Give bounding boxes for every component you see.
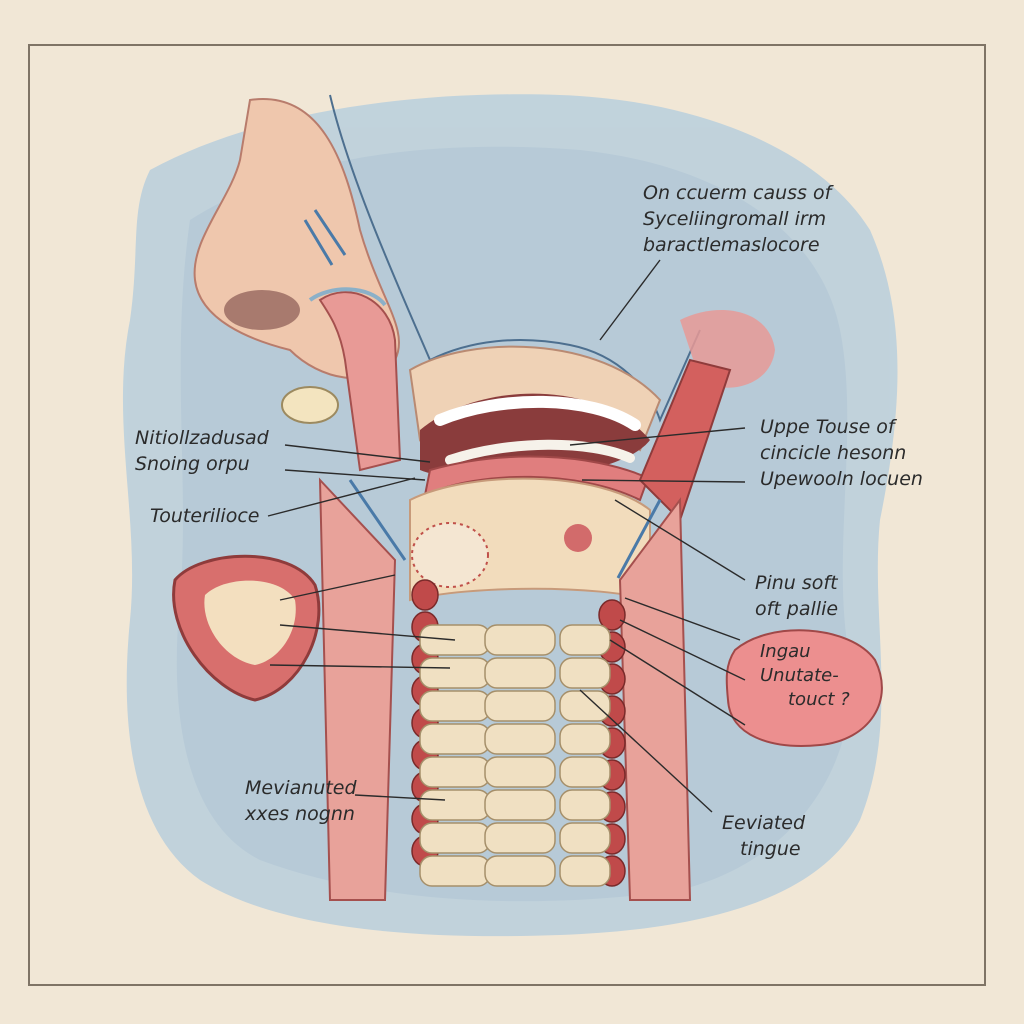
trachea (419, 624, 611, 887)
label-left-upper: Nitiollzadusad Snoing orpu (135, 427, 269, 475)
leader-top-note (599, 259, 661, 341)
blob-right (725, 629, 883, 747)
throat-interior (409, 477, 651, 602)
trachea-ring (484, 789, 556, 821)
label-left-middle: Touterilioce (150, 505, 260, 527)
leader-right-blob-2 (619, 619, 746, 681)
leader-left-upper-1 (284, 444, 431, 463)
label-right-blob: Ingau Unutate- touct ? (760, 641, 850, 710)
muscle-segment (598, 599, 626, 631)
trachea-ring (419, 789, 491, 821)
trachea-ring (419, 855, 491, 887)
ear-tissue (638, 310, 775, 522)
trachea-ring (559, 822, 611, 854)
leader-right-middle (614, 499, 746, 581)
trachea-ring (419, 756, 491, 788)
mouth (420, 393, 650, 502)
nasal-passage (281, 287, 402, 472)
cross-section-left (172, 554, 321, 702)
leader-right-upper-1 (569, 427, 746, 446)
page-border (28, 44, 986, 986)
label-top-note: On ccuerm causs of Syceliingromall irm b… (643, 182, 832, 256)
trachea-ring (484, 723, 556, 755)
label-right-upper: Uppe Touse of cincicle hesonn Upewooln l… (760, 416, 923, 490)
trachea-ring (484, 624, 556, 656)
trachea-ring (484, 822, 556, 854)
trachea-ring (484, 690, 556, 722)
label-left-lower: Mevianuted xxes nognn (245, 777, 357, 825)
trachea-ring (484, 756, 556, 788)
trachea-ring (419, 657, 491, 689)
trachea-ring (559, 624, 611, 656)
trachea-ring (559, 855, 611, 887)
trachea-ring (559, 756, 611, 788)
trachea-ring (559, 789, 611, 821)
leader-right-lower (579, 689, 713, 813)
leader-right-upper-2 (581, 479, 746, 483)
trachea-ring (559, 723, 611, 755)
leader-right-blob-1 (624, 597, 741, 641)
trachea-ring (419, 723, 491, 755)
trachea-ring (484, 657, 556, 689)
leader-crosssection-3 (269, 664, 451, 669)
leader-crosssection-2 (279, 624, 456, 641)
leader-left-upper-2 (284, 469, 426, 481)
neck-tissue (318, 477, 692, 901)
leader-crosssection-1 (279, 574, 396, 601)
muscle-segment (411, 579, 439, 611)
trachea-ring (559, 690, 611, 722)
trachea-ring (419, 690, 491, 722)
trachea-ring (484, 855, 556, 887)
leader-left-lower (354, 794, 446, 801)
leader-right-blob-3 (609, 639, 746, 726)
trachea-ring (559, 657, 611, 689)
label-right-middle: Pinu soft oft pallie (755, 572, 839, 620)
leader-lines (267, 259, 746, 813)
leader-left-middle (267, 477, 416, 517)
trachea-ring (419, 822, 491, 854)
label-right-lower: Eeviated tingue (722, 812, 806, 860)
